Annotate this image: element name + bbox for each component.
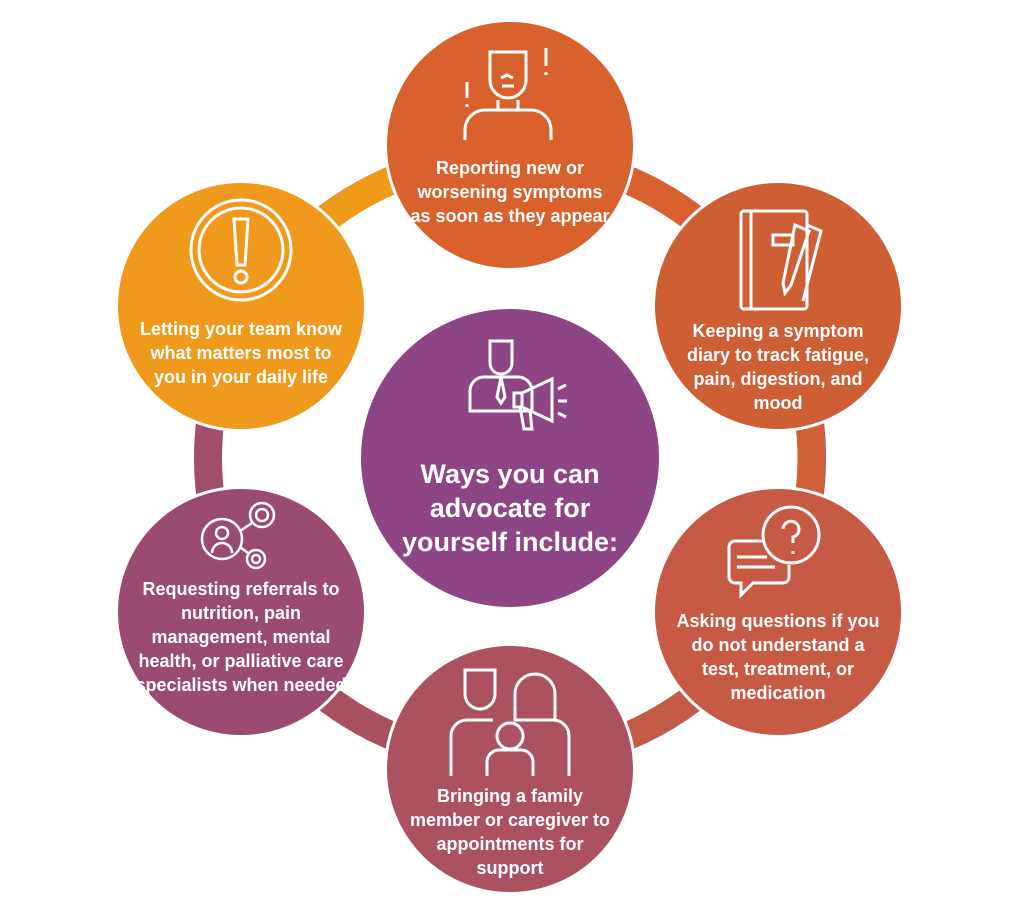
exclamation-icon: [189, 198, 293, 302]
family-icon: [449, 668, 571, 776]
question-chat-icon: [727, 505, 821, 599]
circle-reporting-symptoms: Reporting new or worsening symptoms as s…: [384, 19, 636, 271]
center-title: Ways you can advocate for yourself inclu…: [401, 459, 619, 557]
circle-what-matters: Letting your team know what matters most…: [115, 180, 367, 432]
diary-pen-icon: [739, 209, 823, 311]
circle-asking-questions: Asking questions if you do not understan…: [652, 486, 904, 738]
circle-requesting-referrals: Requesting referrals to nutrition, pain …: [115, 486, 367, 738]
person-megaphone-icon: [468, 339, 567, 431]
item-label: Bringing a family member or caregiver to…: [409, 786, 611, 878]
center-circle: Ways you can advocate for yourself inclu…: [358, 306, 662, 610]
circle-bringing-family: Bringing a family member or caregiver to…: [384, 643, 636, 895]
item-label: Letting your team know what matters most…: [139, 319, 343, 387]
item-label: Asking questions if you do not understan…: [676, 611, 880, 703]
item-label: Requesting referrals to nutrition, pain …: [135, 579, 347, 695]
item-label: Keeping a symptom diary to track fatigue…: [686, 321, 870, 413]
item-label: Reporting new or worsening symptoms as s…: [410, 158, 610, 226]
network-referral-icon: [200, 501, 276, 570]
worried-person-icon: [463, 48, 553, 140]
circle-symptom-diary: Keeping a symptom diary to track fatigue…: [652, 180, 904, 432]
